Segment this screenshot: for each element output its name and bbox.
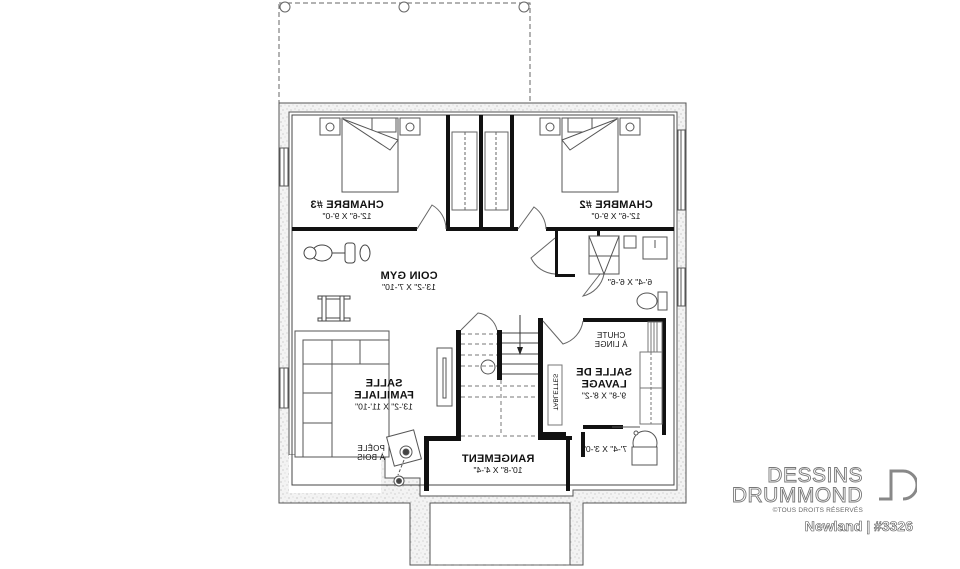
sectional-sofa xyxy=(294,330,390,458)
water-heater xyxy=(631,430,658,466)
interior-walls xyxy=(292,115,674,491)
room-dims: 13'-2" X 7'-10" xyxy=(382,281,436,292)
room-name-line2: FAMILIALE xyxy=(354,389,414,402)
closet-doors xyxy=(451,131,509,211)
room-name: RANGEMENT xyxy=(461,452,535,465)
room-dims: 6'-4" X 6'-6" xyxy=(607,276,653,287)
stairs xyxy=(461,315,538,437)
room-name-line1: SALLE DE xyxy=(576,366,632,379)
laundry-fixtures xyxy=(547,321,663,428)
room-name: CHAMBRE #3 xyxy=(310,198,384,211)
windows xyxy=(279,129,686,409)
bed-chambre3 xyxy=(319,117,421,193)
annotation-text: TABLETTES xyxy=(551,373,559,411)
room-name: CHAMBRE #2 xyxy=(579,198,653,211)
drummond-logo-icon xyxy=(879,469,917,501)
copyright-text: ©TOUS DROITS RÉSERVÉS xyxy=(772,507,863,514)
label-chambre3: CHAMBRE #3 12'-6" X 9'-0" xyxy=(310,199,384,221)
label-mecanique: 7'-4" X 3'-0" xyxy=(583,444,627,454)
tv-console xyxy=(436,347,453,407)
room-dims: 10'-8" X 4'-4" xyxy=(473,464,523,475)
annotation-line: À BOIS xyxy=(357,453,385,462)
label-tablettes: TABLETTES xyxy=(551,373,559,411)
room-dims: 9'-8" X 8'-2" xyxy=(581,390,627,401)
room-dims: 7'-4" X 3'-0" xyxy=(582,443,628,454)
door-swings xyxy=(416,204,605,345)
room-name: COIN GYM xyxy=(380,269,438,282)
room-name-line1: SALLE xyxy=(365,377,403,390)
label-salle-familiale: SALLE FAMILIALE 13'-2" X 11'-10" xyxy=(354,378,414,413)
label-coin-gym: COIN GYM 13'-2" X 7'-10" xyxy=(380,270,437,292)
label-salle-bain: 6'-4" X 6'-6" xyxy=(608,277,652,287)
room-dims: 12'-6" X 9'-0" xyxy=(591,210,641,221)
deck-outline xyxy=(278,1,531,104)
label-chambre2: CHAMBRE #2 12'-6" X 9'-0" xyxy=(579,199,653,221)
brand-line2: DRUMMOND xyxy=(731,484,863,507)
room-dims: 13'-2" X 11'-10" xyxy=(355,401,413,412)
label-chute-linge: CHUTE À LINGE xyxy=(594,331,628,350)
annotation-line: À LINGE xyxy=(594,340,628,349)
wood-stove xyxy=(385,429,423,487)
plan-name: Newland | #3326 xyxy=(804,518,913,535)
room-name-line2: LAVAGE xyxy=(581,378,627,391)
room-dims: 12'-6" X 9'-0" xyxy=(322,210,372,221)
gym-equipment xyxy=(303,242,371,322)
bathroom-fixtures xyxy=(588,235,668,311)
label-rangement: RANGEMENT 10'-8" X 4'-4" xyxy=(462,453,535,475)
brand-line1: DESSINS xyxy=(767,464,863,487)
label-poele-bois: POÊLE À BOIS xyxy=(357,444,385,463)
brand-block: DESSINS DRUMMOND ©TOUS DROITS RÉSERVÉS N… xyxy=(731,463,925,543)
bed-chambre2 xyxy=(539,117,641,193)
label-salle-lavage: SALLE DE LAVAGE 9'-8" X 8'-2" xyxy=(576,367,632,402)
